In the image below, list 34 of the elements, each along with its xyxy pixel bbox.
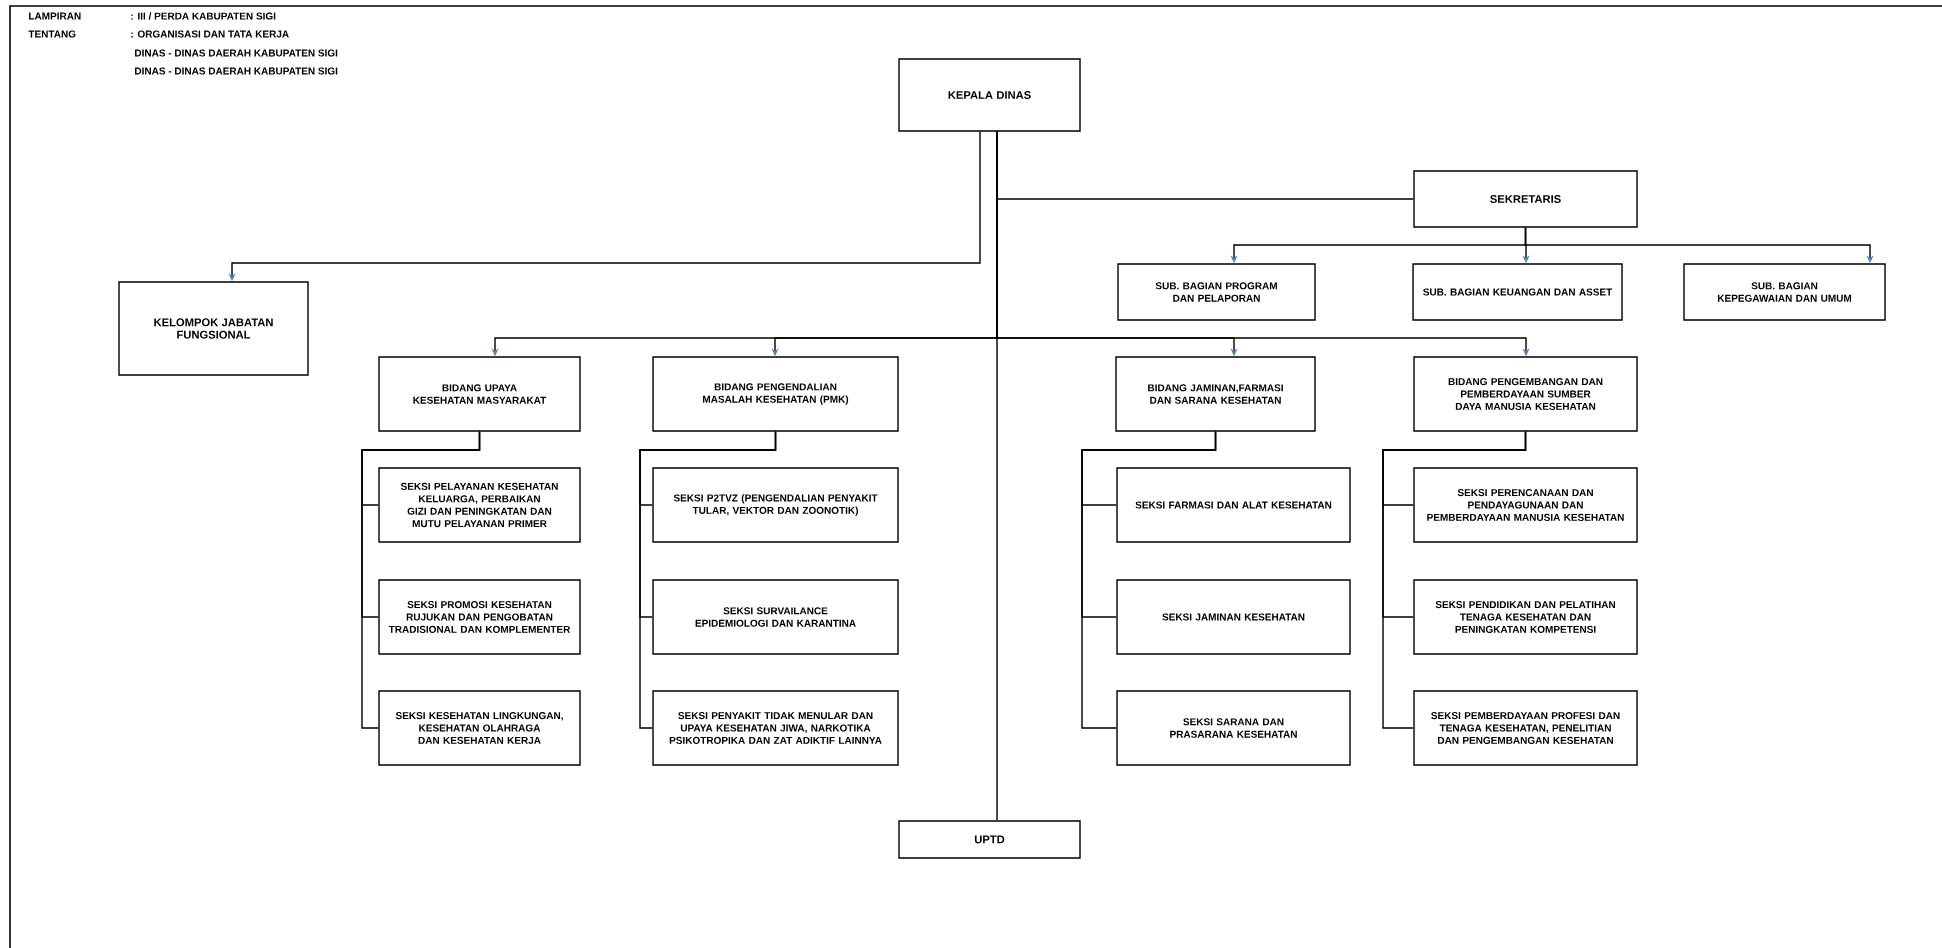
connector-line [361, 431, 481, 729]
section-box: SEKSI SURVAILANCE EPIDEMIOLOGI DAN KARANTINA [652, 579, 899, 655]
head-box: KEPALA DINAS [898, 58, 1081, 132]
header-text: DINAS - DINAS DAERAH KABUPATEN SIGI [135, 49, 338, 57]
division-box: BIDANG PENGEMBANGAN DAN PEMBERDAYAAN SUMBER DAYA MANUSIA KESEHATAN [1413, 356, 1638, 432]
header-text: : ORGANISASI DAN TATA KERJA [131, 30, 289, 38]
section-box: SEKSI JAMINAN KESEHATAN [1116, 579, 1351, 655]
division-box: BIDANG UPAYA KESEHATAN MASYARAKAT [378, 356, 581, 432]
header-text: : III / PERDA KABUPATEN SIGI [131, 12, 276, 20]
division-box: BIDANG JAMINAN,FARMASI DAN SARANA KESEHATAN [1115, 356, 1316, 432]
header-text: DINAS - DINAS DAERAH KABUPATEN SIGI [135, 67, 338, 75]
section-box: SEKSI P2TVZ (PENGENDALIAN PENYAKIT TULAR, VEKTOR DAN ZOONOTIK) [652, 467, 899, 543]
connector-line [1081, 431, 1217, 729]
subdivision-box: SUB. BAGIAN KEUANGAN DAN ASSET [1412, 263, 1623, 321]
section-box: SEKSI PELAYANAN KESEHATAN KELUARGA, PERBAIKAN GIZI DAN PENINGKATAN DAN MUTU PELAYANAN PRIMER [378, 467, 581, 543]
connector-line [639, 431, 777, 729]
connector-line [1382, 431, 1527, 729]
group-box: KELOMPOK JABATAN FUNGSIONAL [118, 281, 309, 376]
division-box: BIDANG PENGENDALIAN MASALAH KESEHATAN (PMK) [652, 356, 899, 432]
section-box: SEKSI SARANA DAN PRASARANA KESEHATAN [1116, 690, 1351, 766]
header-text: LAMPIRAN [29, 12, 81, 20]
section-box: SEKSI PEMBERDAYAAN PROFESI DAN TENAGA KESEHATAN, PENELITIAN DAN PENGEMBANGAN KESEHATAN [1413, 690, 1638, 766]
connector-line [996, 131, 998, 821]
section-box: SEKSI KESEHATAN LINGKUNGAN, KESEHATAN OLAHRAGA DAN KESEHATAN KERJA [378, 690, 581, 766]
header-text: TENTANG [28, 30, 76, 38]
unit-box: UPTD [898, 820, 1081, 859]
section-box: SEKSI PROMOSI KESEHATAN RUJUKAN DAN PENGOBATAN TRADISIONAL DAN KOMPLEMENTER [378, 579, 581, 655]
subdivision-box: SUB. BAGIAN KEPEGAWAIAN DAN UMUM [1683, 263, 1886, 321]
secretary-box: SEKRETARIS [1413, 170, 1638, 228]
subdivision-box: SUB. BAGIAN PROGRAM DAN PELAPORAN [1117, 263, 1316, 321]
section-box: SEKSI PENDIDIKAN DAN PELATIHAN TENAGA KESEHATAN DAN PENINGKATAN KOMPETENSI [1413, 579, 1638, 655]
section-box: SEKSI FARMASI DAN ALAT KESEHATAN [1116, 467, 1351, 543]
section-box: SEKSI PERENCANAAN DAN PENDAYAGUNAAN DAN PEMBERDAYAAN MANUSIA KESEHATAN [1413, 467, 1638, 543]
section-box: SEKSI PENYAKIT TIDAK MENULAR DAN UPAYA KESEHATAN JIWA, NARKOTIKA PSIKOTROPIKA DAN ZAT ADIKTIF LAINNYA [652, 690, 899, 766]
